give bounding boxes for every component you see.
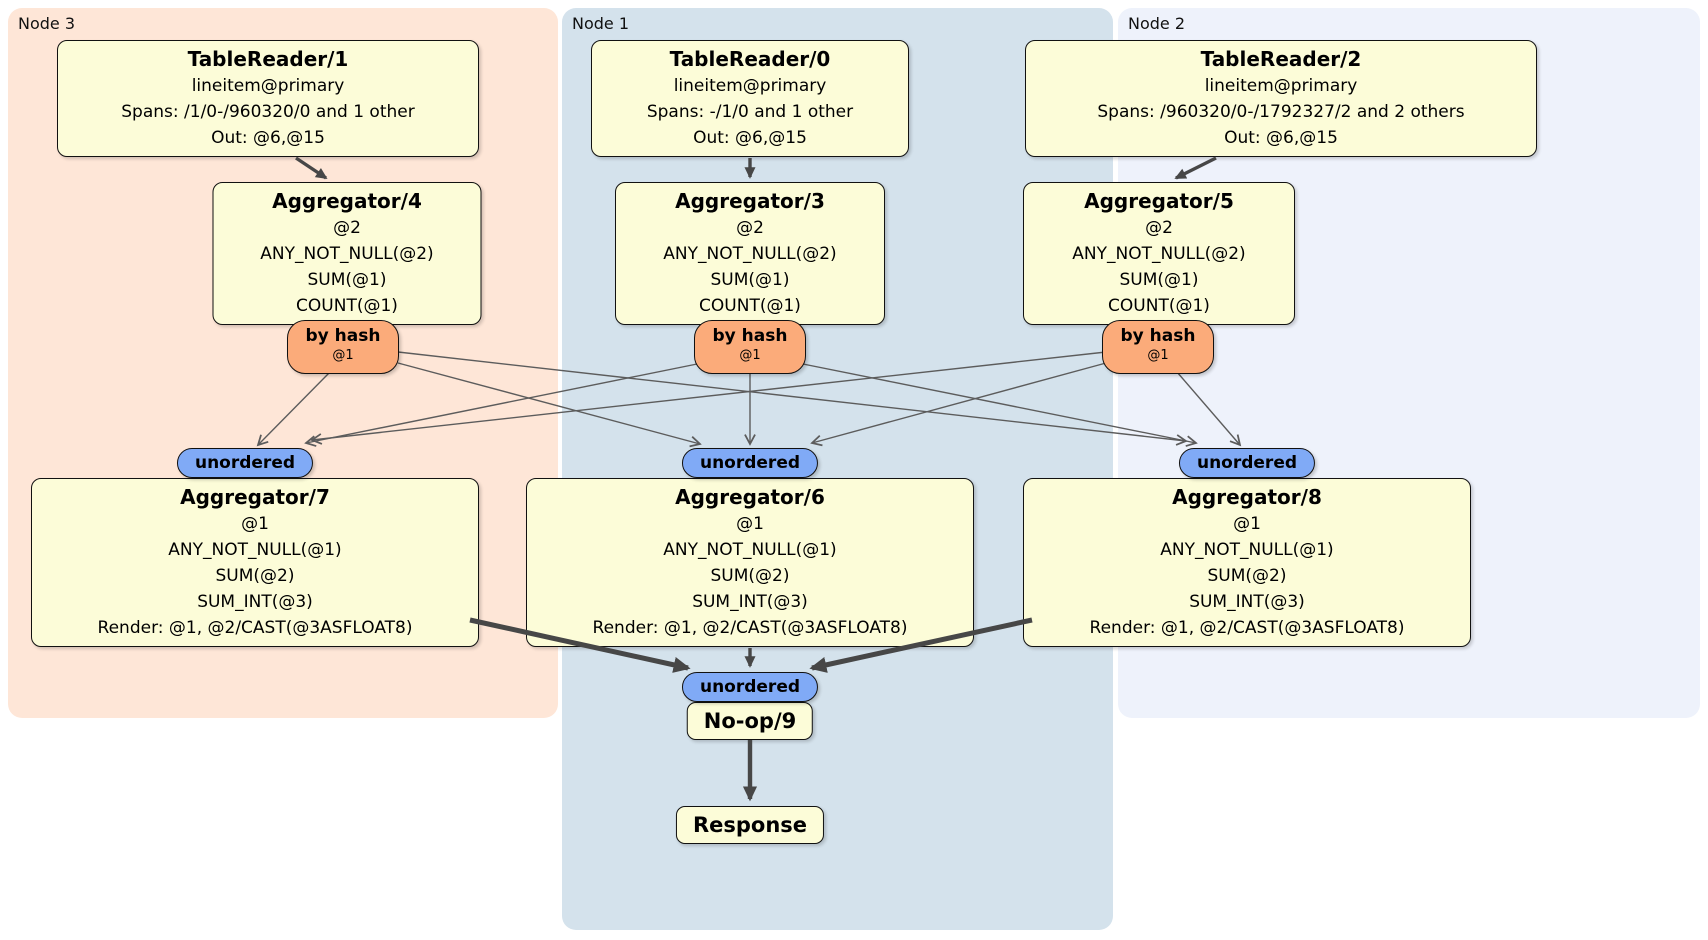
processor-agg-line: SUM_INT(@3) (1189, 592, 1305, 612)
processor-agg-line: SUM(@1) (307, 270, 387, 290)
stream-unordered-final: unordered (681, 672, 819, 702)
processor-title: TableReader/2 (1200, 47, 1362, 71)
processor-spans-line: Spans: /1/0-/960320/0 and 1 other (121, 102, 415, 122)
processor-aggregator-3: Aggregator/3 @2 ANY_NOT_NULL(@2) SUM(@1)… (615, 182, 885, 325)
processor-aggregator-4: Aggregator/4 @2 ANY_NOT_NULL(@2) SUM(@1)… (212, 182, 482, 325)
router-columns: @1 (332, 348, 354, 363)
stream-unordered-node2: unordered (1178, 448, 1316, 478)
processor-group-line: @1 (1233, 514, 1261, 534)
router-label: by hash (1120, 326, 1196, 346)
processor-title: Aggregator/6 (675, 485, 825, 509)
processor-spans-line: Spans: /960320/0-/1792327/2 and 2 others (1097, 102, 1465, 122)
response-box: Response (675, 806, 825, 844)
processor-agg-line: SUM(@1) (1119, 270, 1199, 290)
processor-agg-line: ANY_NOT_NULL(@2) (663, 244, 837, 264)
processor-spans-line: Spans: -/1/0 and 1 other (646, 102, 854, 122)
router-by-hash-node3: by hash @1 (287, 320, 399, 374)
region-node1-label: Node 1 (572, 14, 630, 33)
processor-aggregator-6: Aggregator/6 @1 ANY_NOT_NULL(@1) SUM(@2)… (526, 478, 974, 647)
processor-group-line: @2 (736, 218, 764, 238)
processor-aggregator-7: Aggregator/7 @1 ANY_NOT_NULL(@1) SUM(@2)… (31, 478, 479, 647)
processor-group-line: @2 (1145, 218, 1173, 238)
processor-out-line: Out: @6,@15 (211, 128, 325, 148)
processor-tablereader-2: TableReader/2 lineitem@primary Spans: /9… (1025, 40, 1537, 157)
router-label: by hash (305, 326, 381, 346)
region-node3-label: Node 3 (18, 14, 76, 33)
processor-group-line: @2 (333, 218, 361, 238)
processor-group-line: @1 (736, 514, 764, 534)
processor-tablereader-1: TableReader/1 lineitem@primary Spans: /1… (57, 40, 479, 157)
router-label: by hash (712, 326, 788, 346)
processor-group-line: @1 (241, 514, 269, 534)
processor-agg-line: SUM(@2) (710, 566, 790, 586)
processor-agg-line: ANY_NOT_NULL(@1) (1160, 540, 1334, 560)
processor-agg-line: SUM(@2) (215, 566, 295, 586)
processor-title: TableReader/0 (669, 47, 831, 71)
processor-agg-line: COUNT(@1) (699, 296, 801, 316)
processor-title: TableReader/1 (187, 47, 349, 71)
router-by-hash-node2: by hash @1 (1102, 320, 1214, 374)
processor-title: Aggregator/8 (1172, 485, 1322, 509)
processor-title: Aggregator/7 (180, 485, 330, 509)
region-node1: Node 1 (562, 8, 1113, 930)
response-label: Response (692, 813, 808, 837)
processor-title: Aggregator/3 (675, 189, 825, 213)
processor-out-line: Out: @6,@15 (693, 128, 807, 148)
processor-title: Aggregator/5 (1084, 189, 1234, 213)
processor-agg-line: SUM_INT(@3) (692, 592, 808, 612)
processor-render-line: Render: @1, @2/CAST(@3ASFLOAT8) (592, 618, 908, 638)
processor-aggregator-5: Aggregator/5 @2 ANY_NOT_NULL(@2) SUM(@1)… (1023, 182, 1295, 325)
router-columns: @1 (1147, 348, 1169, 363)
processor-agg-line: ANY_NOT_NULL(@2) (1072, 244, 1246, 264)
processor-agg-line: ANY_NOT_NULL(@1) (168, 540, 342, 560)
processor-index-line: lineitem@primary (1204, 76, 1358, 96)
stream-unordered-node1: unordered (681, 448, 819, 478)
processor-agg-line: SUM_INT(@3) (197, 592, 313, 612)
processor-title: No-op/9 (703, 709, 797, 733)
processor-render-line: Render: @1, @2/CAST(@3ASFLOAT8) (1089, 618, 1405, 638)
processor-agg-line: ANY_NOT_NULL(@1) (663, 540, 837, 560)
processor-agg-line: SUM(@1) (710, 270, 790, 290)
processor-index-line: lineitem@primary (191, 76, 345, 96)
region-node2-label: Node 2 (1128, 14, 1186, 33)
stream-unordered-node3: unordered (176, 448, 314, 478)
processor-aggregator-8: Aggregator/8 @1 ANY_NOT_NULL(@1) SUM(@2)… (1023, 478, 1471, 647)
router-by-hash-node1: by hash @1 (694, 320, 806, 374)
processor-index-line: lineitem@primary (673, 76, 827, 96)
processor-agg-line: ANY_NOT_NULL(@2) (260, 244, 434, 264)
processor-out-line: Out: @6,@15 (1224, 128, 1338, 148)
processor-title: Aggregator/4 (272, 189, 422, 213)
processor-noop-9: No-op/9 (686, 702, 814, 740)
router-columns: @1 (739, 348, 761, 363)
processor-agg-line: SUM(@2) (1207, 566, 1287, 586)
processor-agg-line: COUNT(@1) (296, 296, 398, 316)
processor-render-line: Render: @1, @2/CAST(@3ASFLOAT8) (97, 618, 413, 638)
processor-tablereader-0: TableReader/0 lineitem@primary Spans: -/… (591, 40, 909, 157)
processor-agg-line: COUNT(@1) (1108, 296, 1210, 316)
